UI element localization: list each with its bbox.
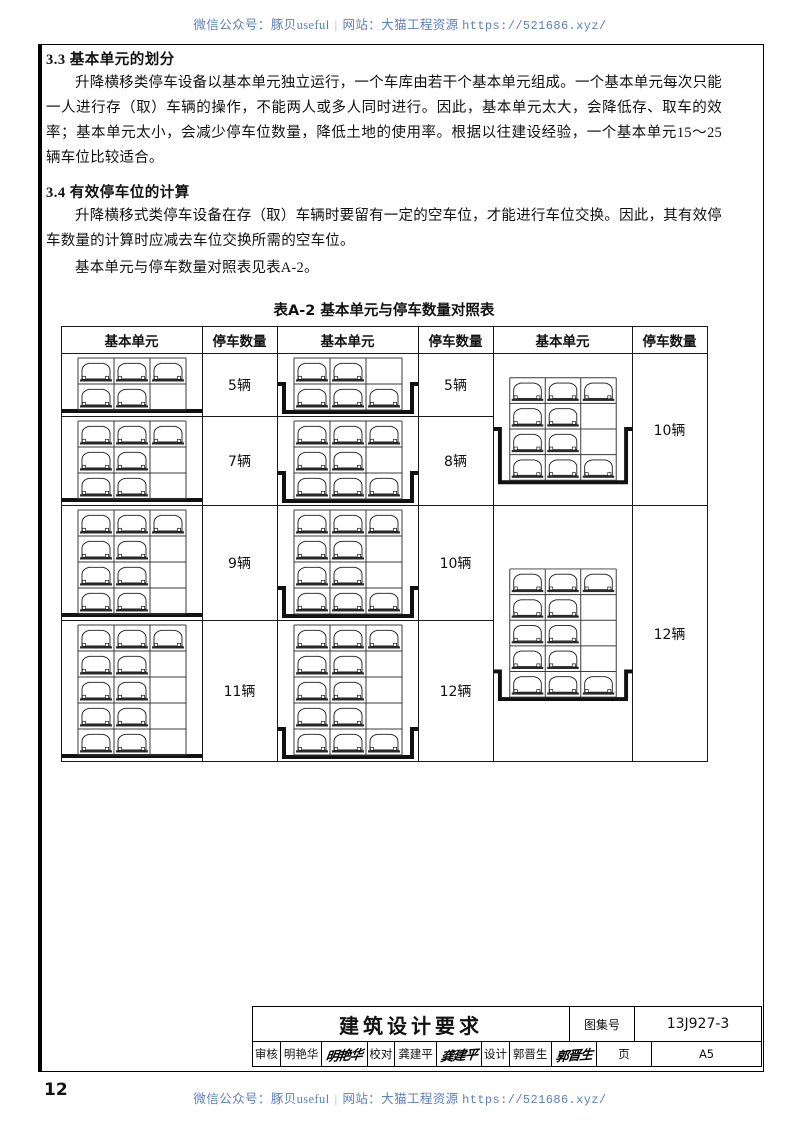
page-content: 3.3 基本单元的划分 升降横移类停车设备以基本单元独立运行，一个车库由若干个基…: [46, 48, 722, 762]
count-cell: 5辆: [201, 353, 278, 417]
page-number: 12: [44, 1080, 68, 1100]
table-row: 7辆 8辆: [60, 416, 707, 506]
diagram-cell: [276, 416, 419, 506]
parking-diagram: [277, 354, 418, 416]
header-basic-unit-3: 基本单元: [492, 326, 633, 354]
parking-diagram: [493, 564, 632, 704]
watermark-url: https://521686.xyz/: [462, 1093, 607, 1107]
parking-diagram: [277, 417, 418, 505]
header-count-2: 停车数量: [417, 326, 494, 354]
section-3-3-paragraph: 升降横移类停车设备以基本单元独立运行，一个车库由若干个基本单元组成。一个基本单元…: [46, 75, 722, 166]
table-header-row: 基本单元 停车数量 基本单元 停车数量 基本单元 停车数量: [60, 326, 708, 354]
design-label: 设计: [482, 1042, 510, 1066]
title-block-row-signoff: 审核 明艳华 明艳华 校对 龚建平 龚建平 设计 郭晋生 郭晋生 页 A5: [253, 1041, 761, 1066]
diagram-cell: [276, 505, 419, 621]
diagram-cell: [276, 353, 419, 417]
signature-glyph: 明艳华: [325, 1046, 364, 1064]
count-cell: 9辆: [201, 505, 278, 621]
section-title: 有效停车位的计算: [69, 185, 190, 201]
parking-diagram: [61, 506, 202, 620]
section-heading-3-3: 3.3 基本单元的划分: [46, 48, 722, 69]
page-value: A5: [698, 1047, 715, 1061]
section-number: 3.4: [46, 185, 66, 201]
header-count-3: 停车数量: [631, 326, 708, 354]
drawing-title: 建筑设计要求: [253, 1007, 570, 1041]
page-label: 页: [597, 1042, 653, 1066]
section-number: 3.3: [46, 52, 66, 68]
title-block: 建筑设计要求 图集号 13J927-3 审核 明艳华 明艳华 校对 龚建平 龚建…: [252, 1006, 762, 1067]
count-cell: 10辆: [631, 353, 708, 506]
signature-glyph: 郭晋生: [554, 1046, 593, 1064]
review-name: 明艳华: [281, 1042, 323, 1066]
design-name: 郭晋生: [510, 1042, 552, 1066]
diagram-cell: [60, 505, 203, 621]
diagram-cell: [492, 505, 633, 762]
atlas-number-value: 13J927-3: [666, 1016, 730, 1032]
watermark-site: 网站：大猫工程资源: [342, 18, 459, 32]
count-cell: 10辆: [417, 505, 494, 621]
section-title: 基本单元的划分: [69, 52, 175, 68]
diagram-cell: [276, 620, 419, 762]
check-signature: 龚建平: [437, 1042, 483, 1066]
watermark-separator: |: [334, 18, 338, 32]
diagram-cell: [492, 353, 633, 506]
table-row: 11辆 12辆: [60, 620, 707, 762]
count-cell: 5辆: [417, 353, 494, 417]
parking-diagram: [61, 417, 202, 505]
parking-diagram: [277, 621, 418, 761]
diagram-cell: [60, 353, 203, 417]
header-basic-unit-2: 基本单元: [276, 326, 419, 354]
atlas-number-label: 图集号: [570, 1007, 635, 1041]
parking-diagram: [493, 373, 632, 487]
design-signature: 郭晋生: [552, 1042, 597, 1066]
parking-diagram: [277, 506, 418, 620]
section-3-4-paragraph-1: 升降横移式类停车设备在存（取）车辆时要留有一定的空车位，才能进行车位交换。因此，…: [46, 208, 722, 249]
table-caption: 表A-2 基本单元与停车数量对照表: [273, 303, 495, 319]
count-cell: 7辆: [201, 416, 278, 506]
watermark-site: 网站：大猫工程资源: [342, 1092, 459, 1106]
title-block-row-main: 建筑设计要求 图集号 13J927-3: [253, 1007, 761, 1041]
watermark-separator: |: [334, 1092, 338, 1106]
signature-glyph: 龚建平: [439, 1046, 479, 1064]
top-watermark: 微信公众号：豚贝useful | 网站：大猫工程资源 https://521686.…: [0, 14, 800, 33]
header-count-1: 停车数量: [201, 326, 278, 354]
watermark-wechat: 微信公众号：豚贝useful: [193, 1092, 330, 1106]
comparison-table: 基本单元 停车数量 基本单元 停车数量 基本单元 停车数量 5辆 5辆 10辆 …: [60, 326, 708, 762]
count-cell: 12辆: [417, 620, 494, 762]
count-cell: 12辆: [631, 505, 708, 762]
watermark-wechat: 微信公众号：豚贝useful: [193, 18, 330, 32]
check-label: 校对: [368, 1042, 396, 1066]
table-row: 5辆 5辆 10辆: [60, 353, 708, 506]
table-row: 9辆 10辆 12辆: [60, 505, 708, 762]
count-cell: 11辆: [201, 620, 278, 762]
check-name: 龚建平: [395, 1042, 437, 1066]
bottom-watermark: 微信公众号：豚贝useful | 网站：大猫工程资源 https://521686.…: [0, 1088, 800, 1107]
review-label: 审核: [253, 1042, 281, 1066]
section-heading-3-4: 3.4 有效停车位的计算: [46, 181, 722, 202]
table-body: 5辆 5辆 10辆 7辆 8辆 9辆 10辆 12辆: [60, 353, 708, 762]
parking-diagram: [61, 621, 202, 761]
review-signature: 明艳华: [322, 1042, 368, 1066]
watermark-url: https://521686.xyz/: [462, 19, 607, 33]
parking-diagram: [61, 354, 202, 416]
diagram-cell: [60, 416, 203, 506]
header-basic-unit-1: 基本单元: [60, 326, 203, 354]
section-3-4-paragraph-2: 基本单元与停车数量对照表见表A-2。: [75, 260, 319, 276]
count-cell: 8辆: [417, 416, 494, 506]
diagram-cell: [60, 620, 203, 762]
